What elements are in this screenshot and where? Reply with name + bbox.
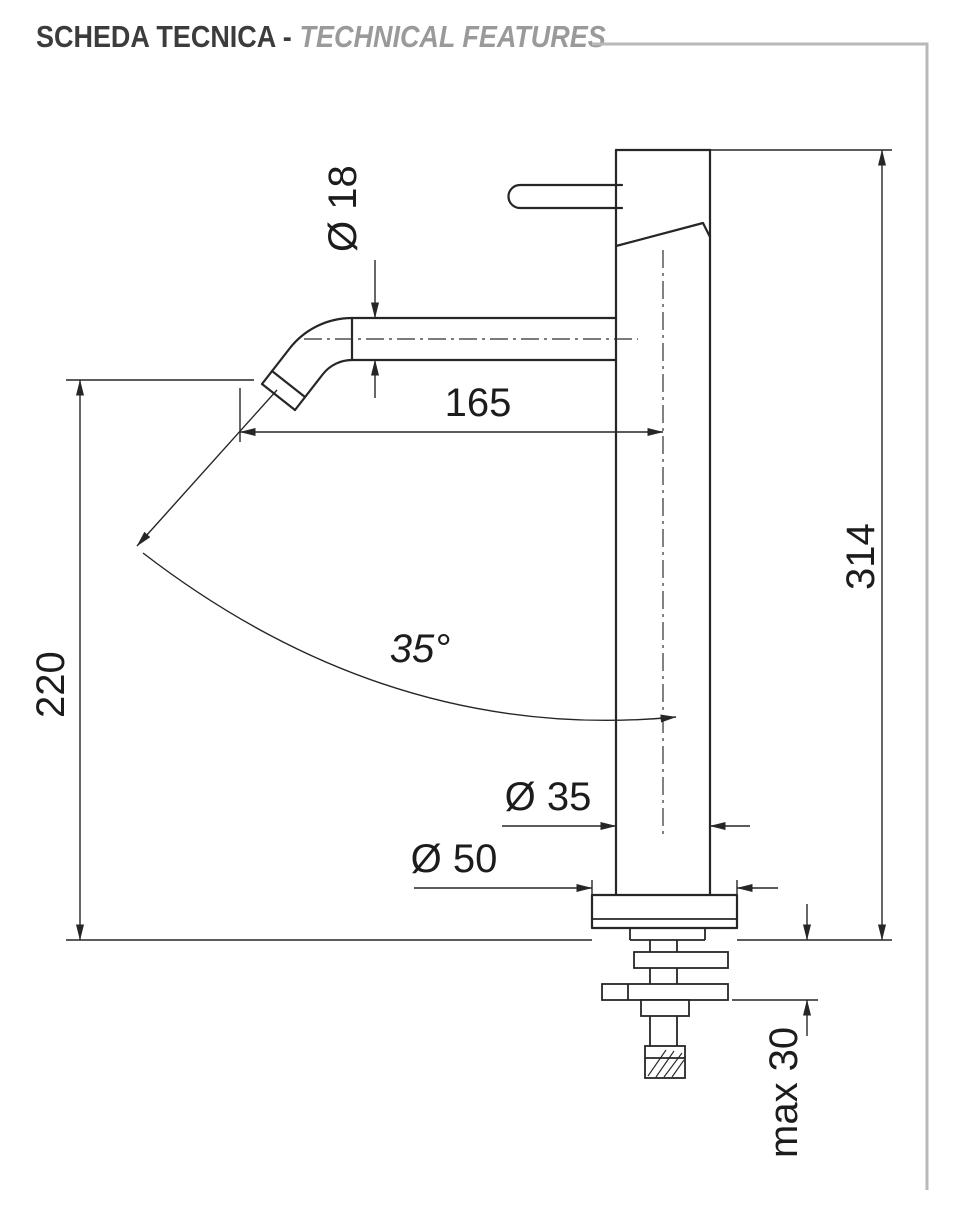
page-title-primary: SCHEDA TECNICA - [36, 19, 292, 54]
dim-label-spout-tube-diameter: Ø 18 [321, 165, 365, 252]
dim-label-overall-height: 314 [839, 523, 883, 590]
dim-label-body-diameter: Ø 35 [505, 775, 592, 819]
faucet-handle [507, 183, 624, 210]
mounting-washer-lower [601, 983, 729, 1001]
faucet-outline [260, 148, 739, 1079]
dimension-annotations: Ø 18 165 35° 220 [29, 149, 892, 1158]
page-title: SCHEDA TECNICA -TECHNICAL FEATURES [36, 19, 606, 54]
dim-max-counter-thickness: max 30 [732, 904, 818, 1158]
faucet-spout [260, 316, 618, 412]
mounting-assembly [601, 940, 729, 1079]
dim-handle-angle: 35° [136, 389, 677, 723]
dim-label-handle-angle: 35° [390, 627, 451, 671]
base-flange [590, 893, 739, 941]
dim-label-spout-height: 220 [29, 651, 73, 718]
dim-spout-tube-diameter: Ø 18 [321, 165, 379, 398]
page-title-secondary: TECHNICAL FEATURES [299, 19, 606, 54]
dim-overall-height: 314 [706, 149, 892, 941]
header-rule [592, 42, 929, 1190]
hose-fitting [644, 1045, 686, 1079]
dim-spout-reach: 165 [239, 381, 664, 442]
centerlines [304, 250, 664, 838]
dim-label-spout-reach: 165 [445, 381, 512, 425]
dim-spout-height: 220 [29, 379, 592, 941]
dim-body-diameter: Ø 35 [502, 775, 750, 830]
dim-base-diameter: Ø 50 [411, 837, 778, 895]
dim-label-max-counter-thickness: max 30 [762, 1027, 806, 1158]
mounting-washer-upper [633, 951, 729, 969]
mounting-nut [640, 999, 690, 1017]
faucet-column [614, 148, 712, 897]
dim-label-base-diameter: Ø 50 [411, 837, 498, 881]
